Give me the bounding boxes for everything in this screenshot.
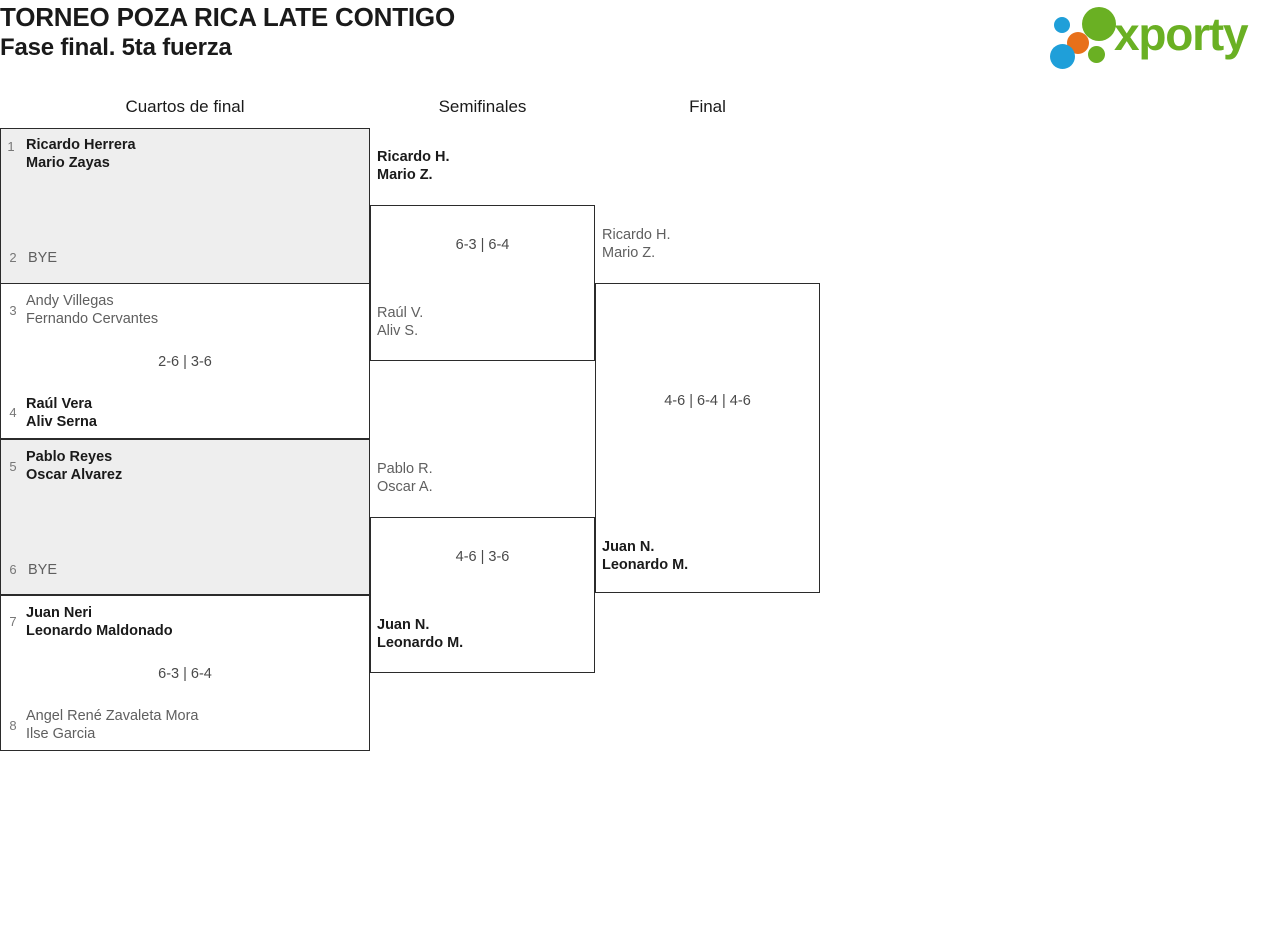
- logo-dot-blue-small-icon: [1054, 17, 1070, 33]
- round-header-semifinals: Semifinales: [438, 97, 527, 116]
- seed-5: 5: [9, 459, 17, 474]
- seed-3: 3: [9, 303, 17, 318]
- sf1-top-player1: Ricardo H.: [377, 149, 450, 165]
- qf2-top-player1: Andy Villegas: [26, 293, 114, 309]
- final-score: 4-6 | 6-4 | 4-6: [664, 393, 751, 409]
- seed-1: 1: [7, 139, 15, 154]
- qf2-score: 2-6 | 3-6: [158, 354, 212, 370]
- logo-dot-blue-large-icon: [1050, 44, 1075, 69]
- match-box-qf-2[interactable]: [0, 283, 370, 439]
- match-box-qf-3[interactable]: [0, 439, 370, 595]
- seed-6: 6: [9, 562, 17, 577]
- round-header-quarterfinals: Cuartos de final: [125, 97, 245, 116]
- final-top-player2: Mario Z.: [602, 245, 656, 261]
- sf1-score: 6-3 | 6-4: [455, 237, 510, 253]
- sf1-bottom-player2: Aliv S.: [377, 323, 419, 339]
- sf2-score: 4-6 | 3-6: [455, 549, 510, 565]
- match-box-sf-1[interactable]: [370, 205, 595, 361]
- qf1-bottom-player1: BYE: [28, 250, 58, 266]
- qf2-bottom-player2: Aliv Serna: [26, 414, 97, 430]
- qf3-top-player1: Pablo Reyes: [26, 449, 113, 465]
- qf1-top-player1: Ricardo Herrera: [26, 137, 136, 153]
- match-box-sf-2[interactable]: [370, 517, 595, 673]
- round-header-final: Final: [689, 97, 726, 116]
- qf4-top-player2: Leonardo Maldonado: [26, 623, 173, 639]
- final-bottom-player2: Leonardo M.: [602, 557, 689, 573]
- seed-2: 2: [9, 250, 17, 265]
- qf3-bottom-player1: BYE: [28, 562, 58, 578]
- sf1-bottom-player1: Raúl V.: [377, 305, 424, 321]
- qf4-score: 6-3 | 6-4: [158, 666, 212, 682]
- tournament-subtitle: Fase final. 5ta fuerza: [0, 34, 232, 61]
- match-box-final[interactable]: [595, 283, 820, 593]
- qf3-top-player2: Oscar Alvarez: [26, 467, 123, 483]
- sf1-top-player2: Mario Z.: [377, 167, 433, 183]
- sf2-top-player2: Oscar A.: [377, 479, 433, 495]
- final-bottom-player1: Juan N.: [602, 539, 655, 555]
- tournament-title: TORNEO POZA RICA LATE CONTIGO: [0, 2, 455, 32]
- qf4-bottom-player1: Angel René Zavaleta Mora: [26, 708, 199, 724]
- seed-8: 8: [9, 718, 17, 733]
- match-box-qf-4[interactable]: [0, 595, 370, 751]
- final-top-player1: Ricardo H.: [602, 227, 671, 243]
- sf2-top-player1: Pablo R.: [377, 461, 433, 477]
- qf2-bottom-player1: Raúl Vera: [26, 396, 93, 412]
- seed-7: 7: [9, 614, 17, 629]
- qf1-top-player2: Mario Zayas: [26, 155, 110, 171]
- qf2-top-player2: Fernando Cervantes: [26, 311, 159, 327]
- qf4-top-player1: Juan Neri: [26, 605, 93, 621]
- xporty-logo[interactable]: xporty: [1050, 6, 1274, 69]
- logo-dot-green-large-icon: [1082, 7, 1116, 41]
- logo-wordmark: xporty: [1114, 8, 1249, 60]
- logo-dot-green-small-icon: [1088, 46, 1105, 63]
- qf4-bottom-player2: Ilse Garcia: [26, 726, 96, 742]
- sf2-bottom-player2: Leonardo M.: [377, 635, 464, 651]
- sf2-bottom-player1: Juan N.: [377, 617, 430, 633]
- tournament-title-block: TORNEO POZA RICA LATE CONTIGO Fase final…: [0, 2, 900, 63]
- seed-4: 4: [9, 405, 17, 420]
